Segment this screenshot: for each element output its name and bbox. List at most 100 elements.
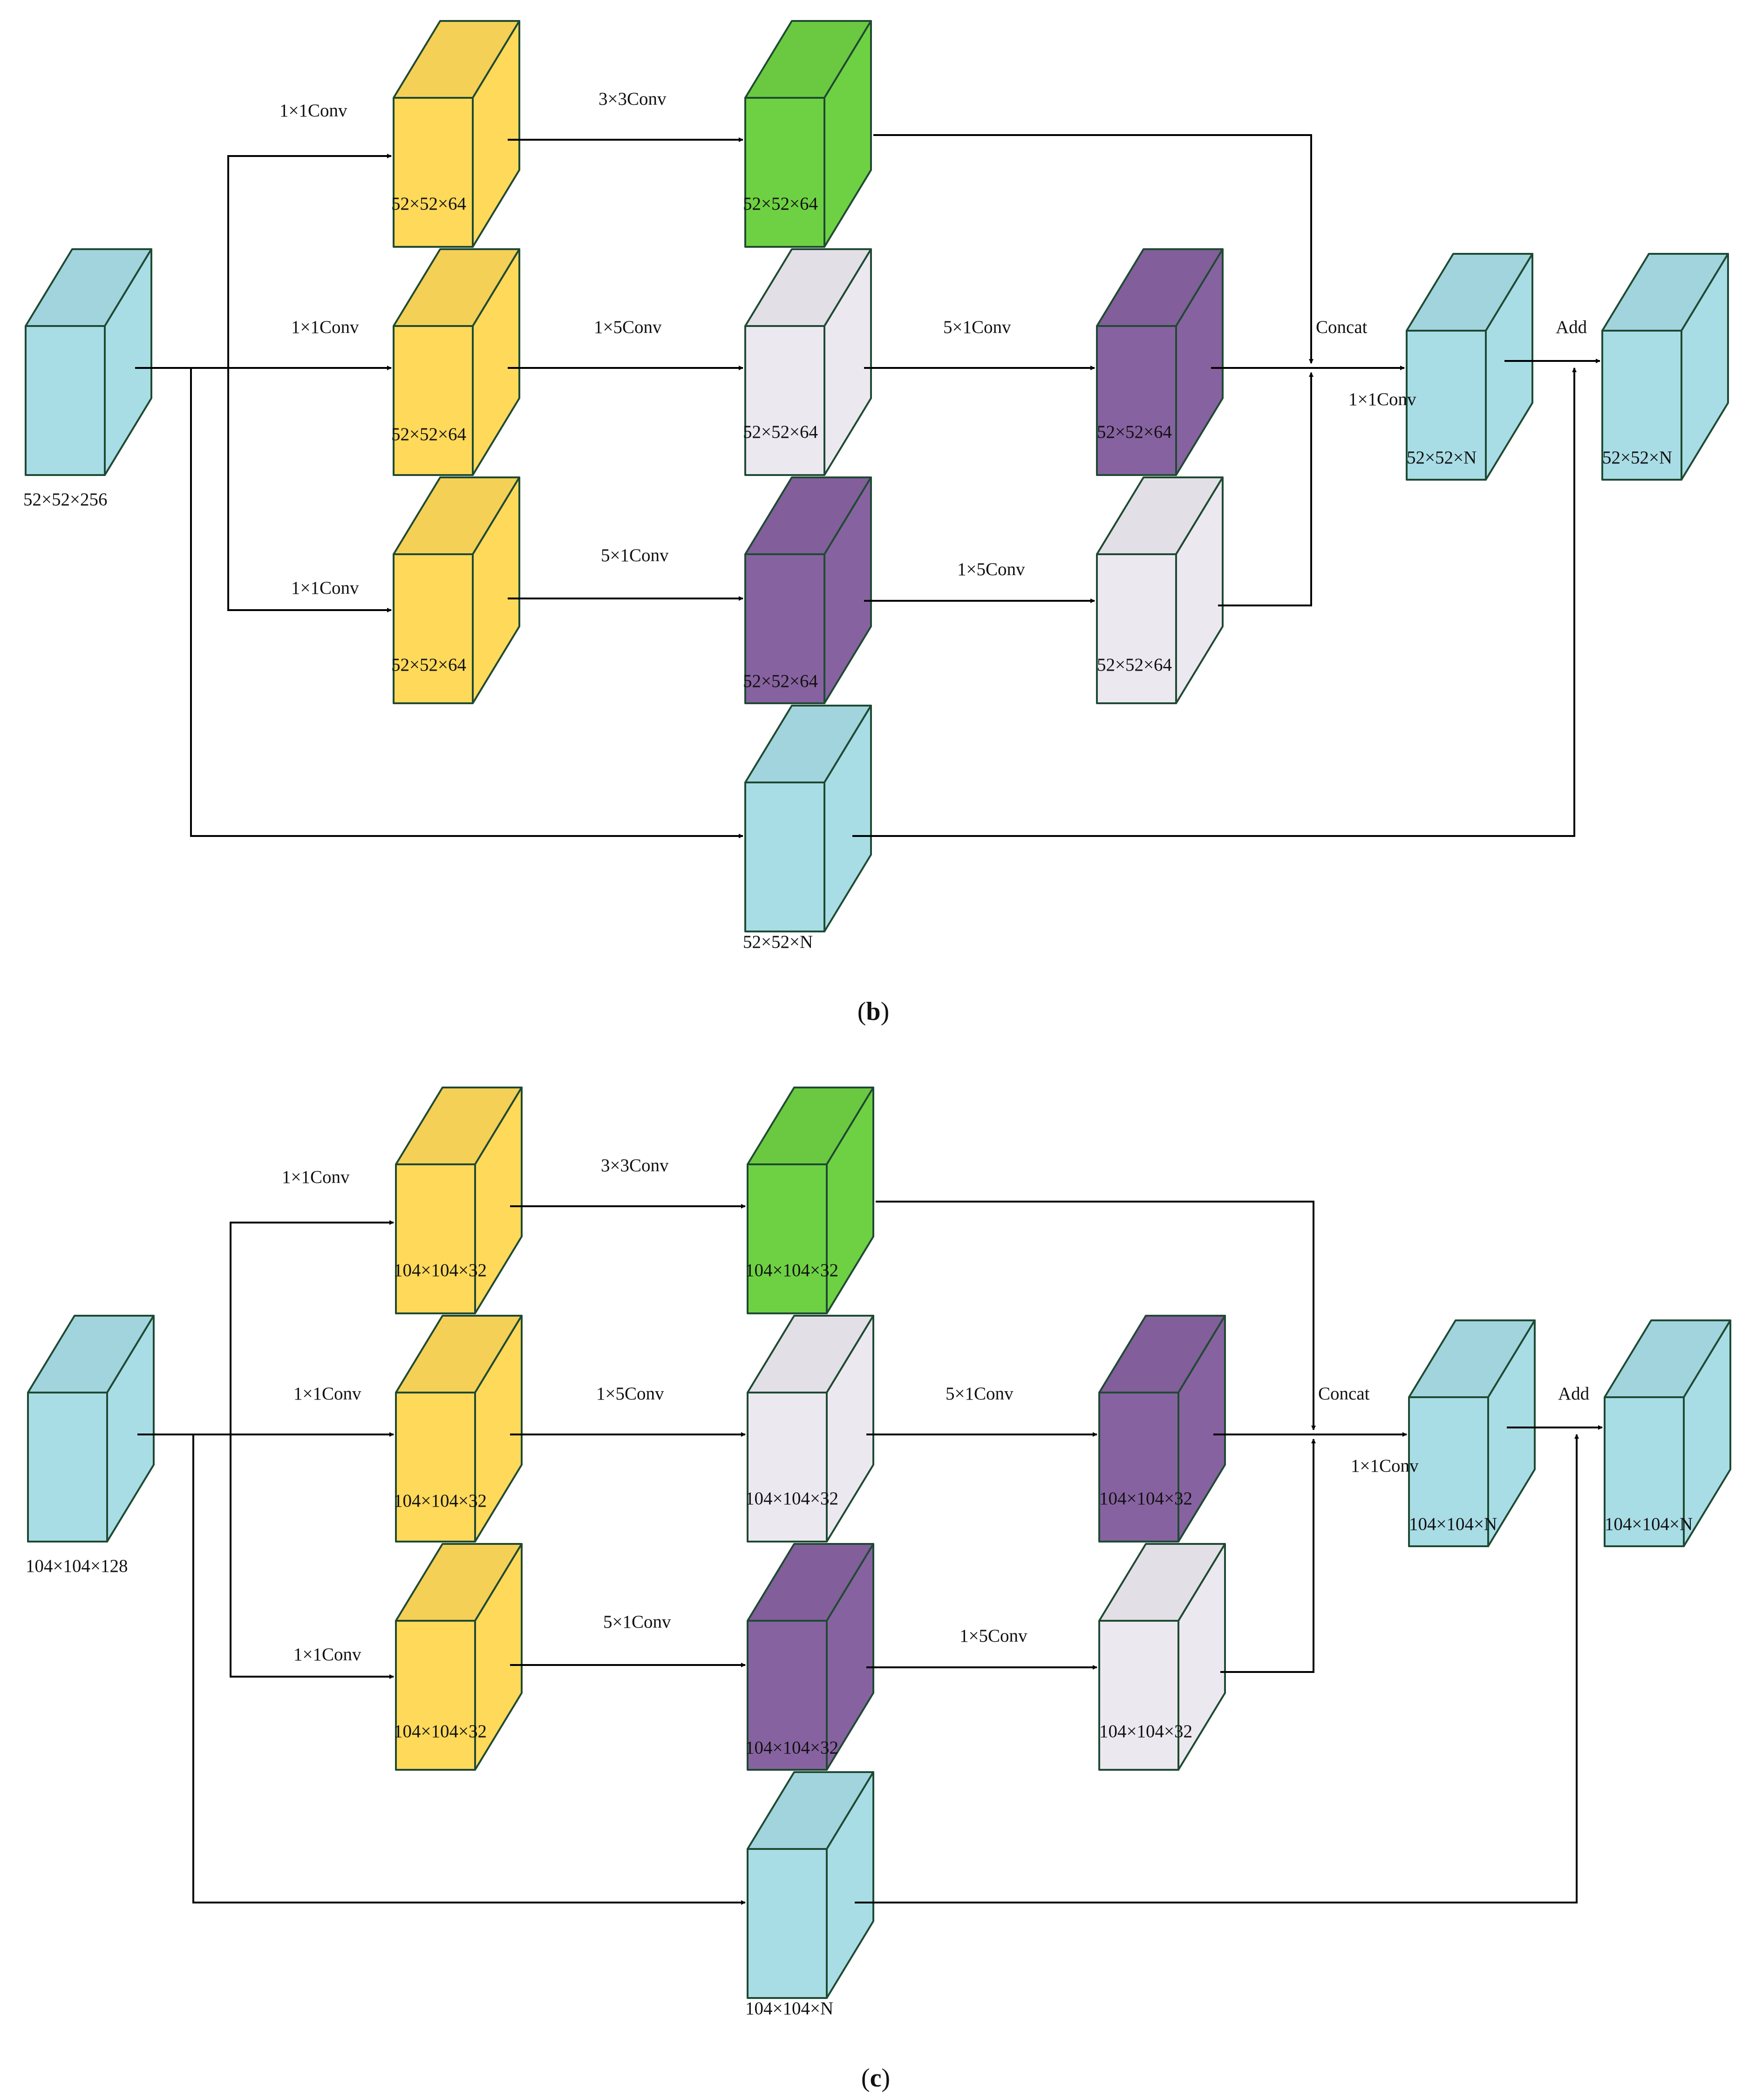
panel-b-input-to-branch1 xyxy=(227,154,392,368)
panel-b-branch2-conv3-block-front-face xyxy=(1096,325,1177,476)
panel-c-branch3-conv1-block-front-face xyxy=(395,1620,476,1771)
panel-c-branch3-conv3-label: 1×5Conv xyxy=(960,1626,1028,1646)
panel-b-input-to-shortcut xyxy=(190,368,743,838)
panel-b-branch1-conv2-block-front-face xyxy=(744,97,825,248)
panel-c-branch2-conv1-block xyxy=(395,1315,523,1543)
panel-b-branch3-conv3-block xyxy=(1096,476,1224,704)
panel-b-input-dim: 52×52×256 xyxy=(23,489,108,510)
panel-b-add-label: Add xyxy=(1556,317,1587,337)
panel-c-branch3-conv1-label: 1×1Conv xyxy=(293,1645,361,1665)
panel-c-input-to-branch1 xyxy=(230,1220,394,1434)
panel-b-shortcut-block xyxy=(744,705,872,932)
panel-b-shortcut-block-front-face xyxy=(744,782,825,932)
panel-c-branch3-conv1-block xyxy=(395,1543,523,1771)
panel-b-output-dim: 52×52×N xyxy=(1602,448,1672,468)
panel-c-branch2-conv2-block-front-face xyxy=(747,1392,828,1543)
panel-b-b3-to-concat xyxy=(1218,372,1313,606)
panel-b-branch2-conv2-dim: 52×52×64 xyxy=(743,422,818,442)
panel-c-post-concat-label: 1×1Conv xyxy=(1351,1456,1419,1476)
panel-c-shortcut-dim: 104×104×N xyxy=(745,1998,833,2018)
panel-b-concat-out-dim: 52×52×N xyxy=(1407,448,1477,468)
panel-b-input-to-branch3 xyxy=(227,368,392,612)
panel-c-branch1-conv1-label: 1×1Conv xyxy=(282,1167,350,1187)
panel-b-branch2-conv1-dim: 52×52×64 xyxy=(391,424,466,444)
panel-b-branch1-conv2-block xyxy=(744,20,872,248)
panel-c-shortcut-to-add xyxy=(855,1434,1579,1903)
panel-b-caption-close: ) xyxy=(881,997,890,1026)
panel-b-branch3-conv3-dim: 52×52×64 xyxy=(1097,655,1172,675)
panel-c-input-block xyxy=(27,1315,155,1543)
panel-c-input-block-front-face xyxy=(27,1392,108,1543)
panel-b-branch2-conv1-block xyxy=(393,248,520,476)
panel-c-output-dim: 104×104×N xyxy=(1605,1514,1693,1534)
panel-c-shortcut-block xyxy=(747,1771,874,1999)
panel-b-caption: (b) xyxy=(857,997,889,1026)
panel-c-b1-to-concat xyxy=(876,1201,1316,1430)
panel-c-branch1-conv2-block-front-face xyxy=(747,1163,828,1314)
panel-b-post-concat-label: 1×1Conv xyxy=(1348,389,1416,409)
panel-c-output-block xyxy=(1604,1319,1731,1547)
panel-c-branch2-conv1-dim: 104×104×32 xyxy=(394,1491,487,1511)
panel-b-branch2-conv2-label: 1×5Conv xyxy=(594,317,662,337)
panel-b-branch1-conv1-dim: 52×52×64 xyxy=(391,194,466,214)
panel-c-concat-out-block xyxy=(1408,1319,1536,1547)
panel-c-caption-open: ( xyxy=(861,2064,870,2093)
panel-b-concat-out-block xyxy=(1406,253,1533,481)
panel-c-caption: (c) xyxy=(861,2064,890,2093)
panel-b-branch2-conv3-dim: 52×52×64 xyxy=(1097,422,1172,442)
panel-b-branch2-conv2-block xyxy=(744,248,872,476)
panel-b-concat-label: Concat xyxy=(1316,317,1368,337)
panel-c-branch3-conv1-dim: 104×104×32 xyxy=(394,1721,487,1741)
panel-c-input-dim: 104×104×128 xyxy=(26,1556,128,1576)
panel-c-branch2-conv3-dim: 104×104×32 xyxy=(1099,1488,1192,1509)
panel-b-input-block-front-face xyxy=(25,325,106,476)
panel-b-branch2-conv3-label: 5×1Conv xyxy=(943,317,1011,337)
panel-c-caption-close: ) xyxy=(881,2064,890,2093)
panel-c-input-to-branch3 xyxy=(230,1434,394,1679)
panel-c-branch2-conv2-block xyxy=(747,1315,874,1543)
panel-c-branch3-conv2-block-front-face xyxy=(747,1620,828,1771)
panel-b-input-block xyxy=(25,248,152,476)
panel-c-branch1-conv2-block xyxy=(747,1087,874,1314)
panel-b-branch3-conv2-dim: 52×52×64 xyxy=(743,671,818,691)
panel-c-branch3-conv2-dim: 104×104×32 xyxy=(745,1738,838,1758)
panel-c-add-label: Add xyxy=(1558,1384,1590,1404)
panel-c-branch2-conv2-label: 1×5Conv xyxy=(596,1384,664,1404)
panel-b-branch1-conv1-block xyxy=(393,20,520,248)
panel-b-branch3-conv1-dim: 52×52×64 xyxy=(391,655,466,675)
panel-b-branch2-conv1-block-front-face xyxy=(393,325,474,476)
panel-b-branch3-conv2-block xyxy=(744,476,872,704)
panel-c-branch3-conv3-dim: 104×104×32 xyxy=(1099,1721,1192,1741)
panel-b-shortcut-to-add xyxy=(852,367,1577,837)
panel-c-caption-letter: c xyxy=(870,2064,882,2093)
panel-c-output-block-front-face xyxy=(1604,1396,1685,1547)
panel-b-branch2-conv3-block xyxy=(1096,248,1224,476)
panel-b-caption-open: ( xyxy=(857,997,866,1026)
panel-c-branch1-conv2-dim: 104×104×32 xyxy=(745,1260,838,1280)
panel-c-branch3-conv2-label: 5×1Conv xyxy=(603,1612,671,1632)
panel-c-b3-to-concat xyxy=(1220,1439,1316,1673)
panel-b-output-block xyxy=(1601,253,1729,481)
panel-b-branch3-conv1-block xyxy=(393,476,520,704)
panel-c-branch1-conv1-block-front-face xyxy=(395,1163,476,1314)
panel-b-b1-to-concat xyxy=(873,134,1313,364)
panel-b-caption-letter: b xyxy=(866,997,880,1026)
panel-b-branch3-conv1-block-front-face xyxy=(393,553,474,704)
panel-b-branch1-conv2-label: 3×3Conv xyxy=(599,89,667,109)
panel-b-branch2-conv2-block-front-face xyxy=(744,325,825,476)
panel-c-branch1-conv1-dim: 104×104×32 xyxy=(394,1260,487,1280)
panel-b-branch1-conv1-block-front-face xyxy=(393,97,474,248)
panel-b-branch2-conv1-label: 1×1Conv xyxy=(291,317,359,337)
panel-c-branch1-conv1-block xyxy=(395,1087,523,1314)
panel-c-input-to-shortcut xyxy=(192,1434,746,1905)
panel-b-branch3-conv2-label: 5×1Conv xyxy=(601,545,669,565)
panel-c-branch2-conv1-block-front-face xyxy=(395,1392,476,1543)
panel-b-branch3-conv3-label: 1×5Conv xyxy=(957,559,1025,579)
panel-c-branch3-conv2-block xyxy=(747,1543,874,1771)
panel-b-branch3-conv1-label: 1×1Conv xyxy=(291,578,359,598)
panel-c-branch3-conv3-block xyxy=(1098,1543,1226,1771)
panel-c-branch3-conv3-block-front-face xyxy=(1098,1620,1179,1771)
panel-c-branch2-conv3-label: 5×1Conv xyxy=(946,1384,1014,1404)
panel-c-concat-out-block-front-face xyxy=(1408,1396,1489,1547)
